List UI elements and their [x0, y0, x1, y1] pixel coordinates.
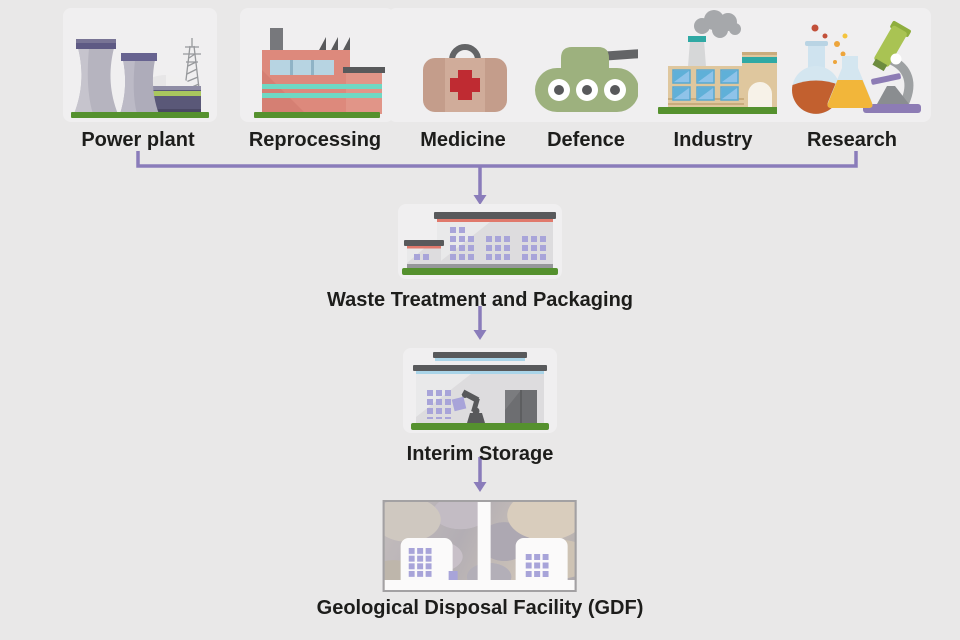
tank-icon [535, 47, 654, 112]
source-label: Industry [673, 129, 753, 151]
stage-gdf: Geological Disposal Facility (GDF) [316, 500, 644, 620]
icon-card [63, 8, 217, 122]
gdf-tunnel-floor [384, 580, 575, 590]
source-label: Reprocessing [248, 129, 382, 151]
source-label: Medicine [420, 129, 506, 151]
reprocessing-factory-icon [254, 28, 385, 118]
arrowhead-icon [473, 195, 487, 205]
stage-label: Interim Storage [406, 443, 554, 465]
gdf-underground-cross-section [382, 500, 577, 592]
stage-interim-storage: Interim Storage [403, 348, 557, 466]
waste-package-grid [408, 548, 432, 577]
source-label: Power plant [81, 129, 195, 151]
icon-card [638, 8, 792, 122]
source-industry: Industry [638, 8, 792, 152]
lab-flasks-microscope-icon [792, 20, 921, 114]
gdf-access-shaft [477, 502, 491, 582]
stage-label: Geological Disposal Facility (GDF) [316, 597, 644, 619]
source-label: Research [806, 129, 898, 151]
source-research: Research [777, 8, 931, 152]
source-power-plant: Power plant [63, 8, 217, 152]
icon-card [403, 348, 557, 433]
interim-storage-building-icon [411, 352, 549, 430]
icon-card [240, 8, 394, 122]
source-label: Defence [547, 129, 625, 151]
source-reprocessing: Reprocessing [240, 8, 394, 152]
gdf-vault-left [400, 538, 453, 580]
arrowhead-icon [473, 330, 487, 340]
gdf-vault-right [515, 538, 568, 580]
power-plant-icon [71, 38, 209, 118]
waste-package-grid [525, 554, 549, 577]
stage-waste-treatment: Waste Treatment and Packaging [327, 204, 633, 312]
arrowhead-icon [473, 482, 487, 492]
icon-card [397, 204, 562, 279]
waste-treatment-building-icon [401, 212, 558, 275]
stage-label: Waste Treatment and Packaging [326, 289, 634, 311]
industry-factory-icon [658, 10, 778, 114]
medical-bag-icon [423, 44, 507, 112]
icon-card [777, 8, 931, 122]
bracket-line [136, 151, 858, 168]
waste-package [448, 571, 458, 580]
